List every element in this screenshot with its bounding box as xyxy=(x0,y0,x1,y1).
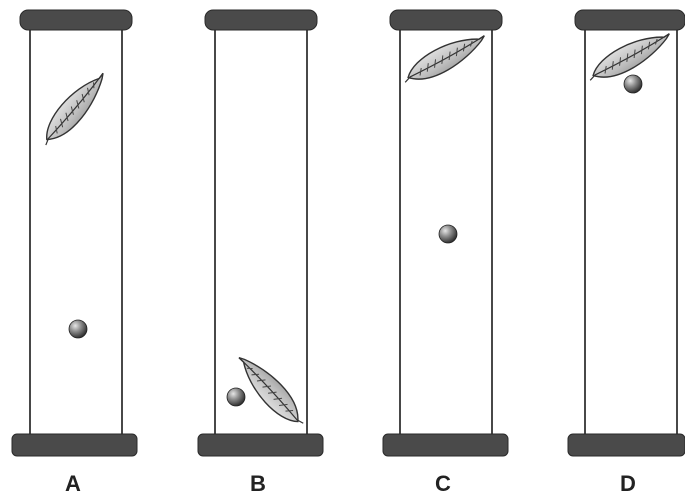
ball xyxy=(227,388,245,406)
feather xyxy=(584,33,676,82)
tube-b: B xyxy=(198,10,323,496)
tube-base xyxy=(383,434,508,456)
ball xyxy=(69,320,87,338)
tube-d: D xyxy=(568,10,685,496)
tube-a: A xyxy=(12,10,137,496)
tube-top-cap xyxy=(575,10,685,30)
ball xyxy=(439,225,457,243)
tube-top-cap xyxy=(205,10,317,30)
feather xyxy=(30,73,118,147)
ball xyxy=(624,75,642,93)
tube-top-cap xyxy=(390,10,502,30)
tube-base xyxy=(198,434,323,456)
tube-label-d: D xyxy=(620,471,636,496)
feather xyxy=(238,345,304,436)
tube-c: C xyxy=(383,10,508,496)
feather xyxy=(399,35,491,84)
tube-base xyxy=(12,434,137,456)
tube-label-b: B xyxy=(250,471,266,496)
tube-label-a: A xyxy=(65,471,81,496)
tube-base xyxy=(568,434,685,456)
tube-top-cap xyxy=(20,10,132,30)
tube-label-c: C xyxy=(435,471,451,496)
